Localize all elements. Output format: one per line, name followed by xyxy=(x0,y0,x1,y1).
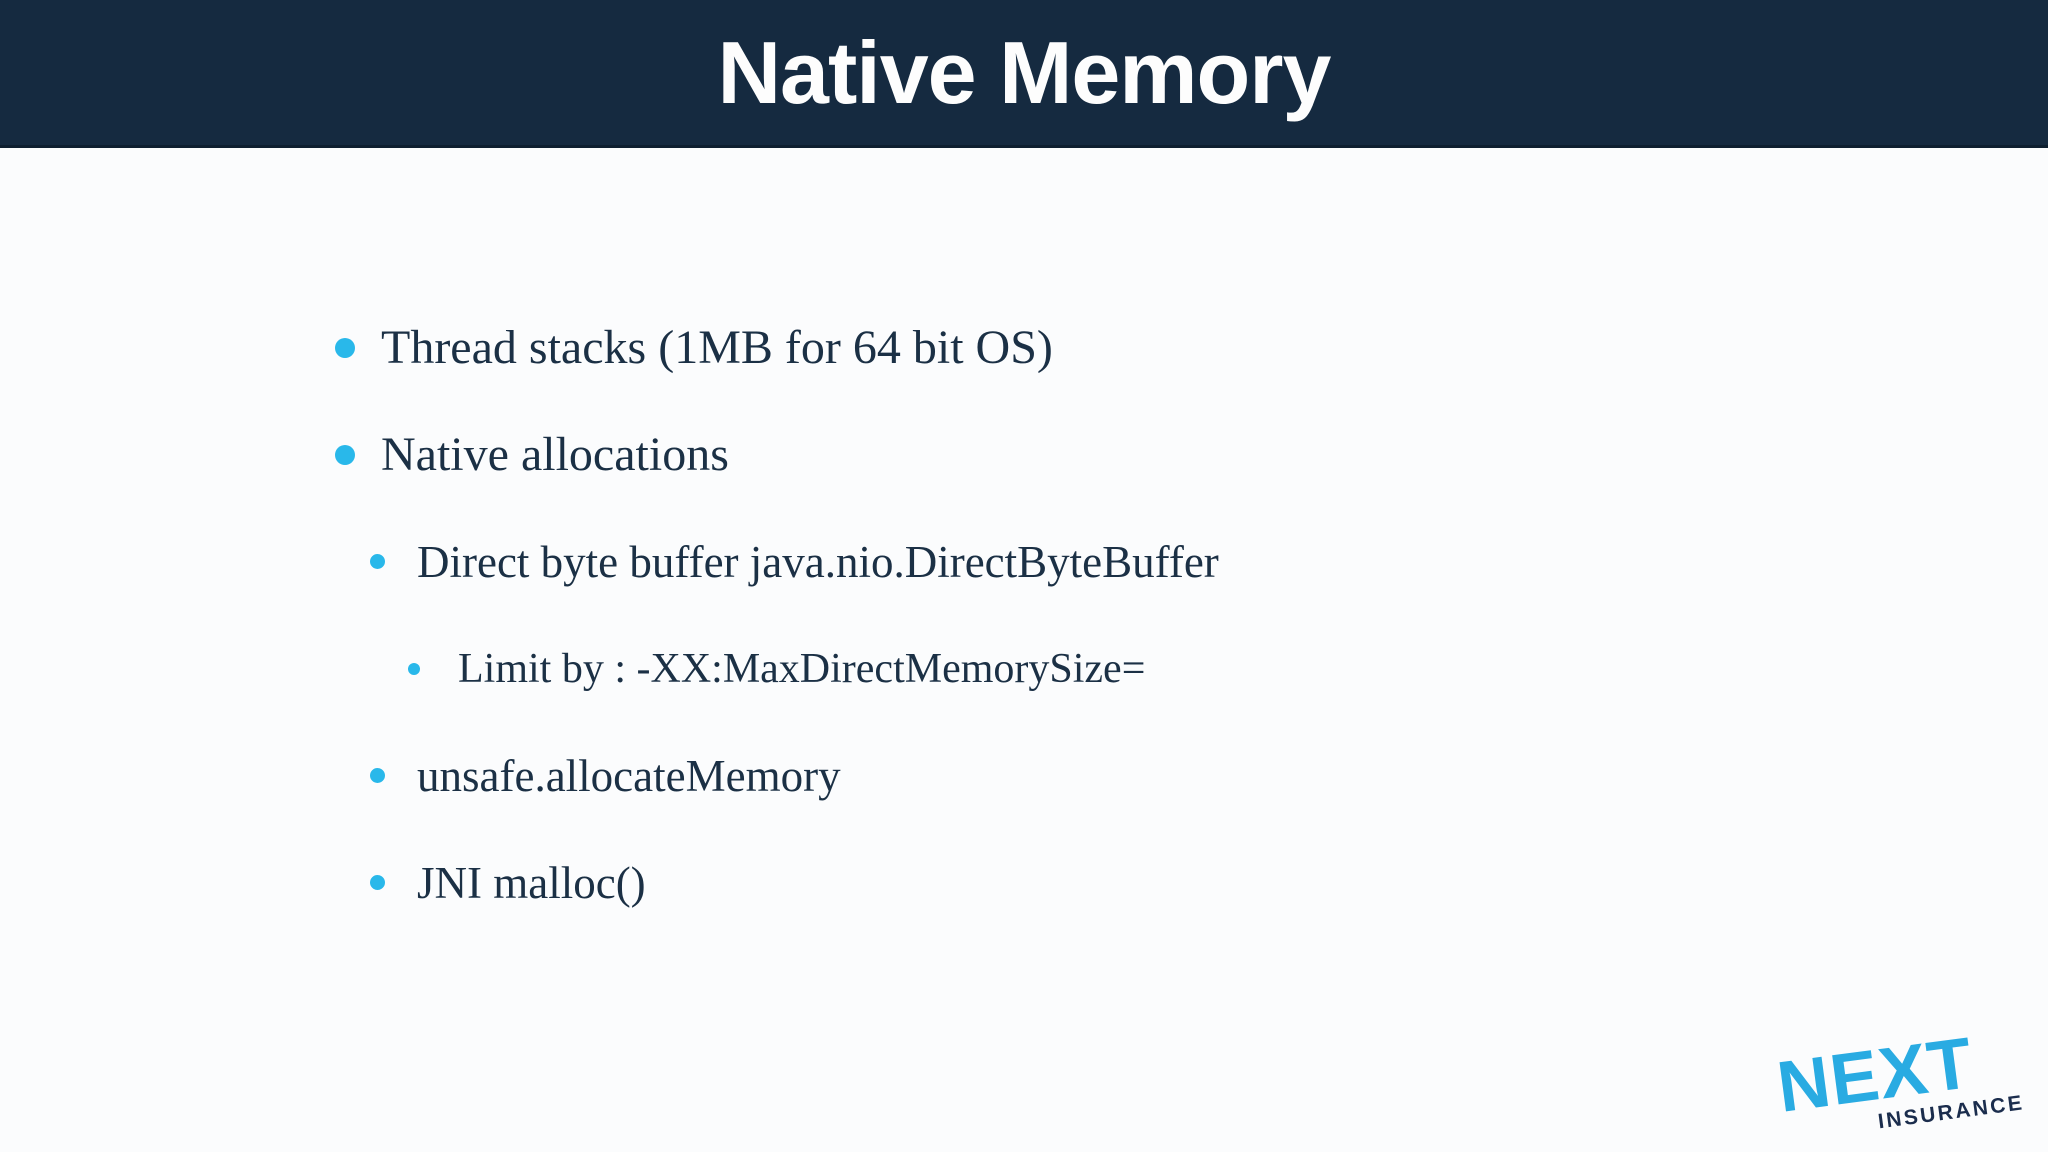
bullet-text: Limit by : -XX:MaxDirectMemorySize= xyxy=(458,645,1146,692)
next-insurance-logo: NEXT INSURANCE xyxy=(1773,1023,2026,1147)
bullet-text: Native allocations xyxy=(381,428,729,481)
bullet-item: Thread stacks (1MB for 64 bit OS) xyxy=(0,294,2048,401)
bullet-text: Direct byte buffer java.nio.DirectByteBu… xyxy=(417,536,1219,587)
bullet-icon xyxy=(335,444,355,465)
bullet-list: Thread stacks (1MB for 64 bit OS) Native… xyxy=(0,294,2048,936)
bullet-item: Native allocations xyxy=(0,401,2048,508)
bullet-item: Direct byte buffer java.nio.DirectByteBu… xyxy=(0,508,2048,615)
slide-title: Native Memory xyxy=(717,22,1331,122)
bullet-icon xyxy=(370,554,385,569)
slide-header: Native Memory xyxy=(0,0,2048,148)
bullet-icon xyxy=(408,662,420,675)
bullet-text: JNI malloc() xyxy=(417,857,646,908)
bullet-icon xyxy=(370,875,385,890)
bullet-icon xyxy=(370,768,385,783)
bullet-text: Thread stacks (1MB for 64 bit OS) xyxy=(381,321,1053,374)
bullet-text: unsafe.allocateMemory xyxy=(417,750,841,801)
bullet-icon xyxy=(335,337,355,358)
bullet-item: unsafe.allocateMemory xyxy=(0,722,2048,829)
bullet-item: JNI malloc() xyxy=(0,829,2048,936)
bullet-item: Limit by : -XX:MaxDirectMemorySize= xyxy=(0,615,2048,722)
